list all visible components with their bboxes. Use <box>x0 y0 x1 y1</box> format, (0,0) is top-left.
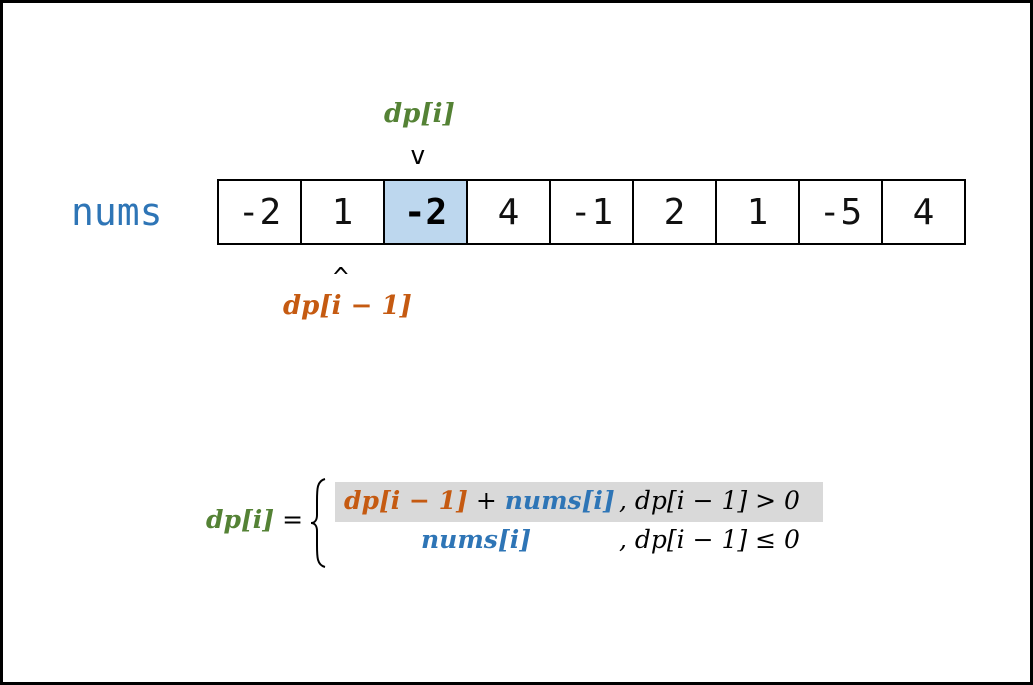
array-cell: -2 <box>385 181 468 243</box>
array-cell: 4 <box>883 181 966 243</box>
array-cell: -5 <box>800 181 883 243</box>
current-dp-label: dp[i] <box>384 99 455 129</box>
array-cell: 1 <box>717 181 800 243</box>
case1-highlight <box>335 482 823 522</box>
array-cell: -1 <box>551 181 634 243</box>
array-cell: 1 <box>302 181 385 243</box>
array-name-label: nums <box>71 190 163 234</box>
case1-condition: , dp[i − 1] > 0 <box>619 486 800 515</box>
case2-expression: nums[i] <box>421 525 532 554</box>
current-pointer-caret: v <box>410 141 426 171</box>
left-brace <box>310 478 326 568</box>
array-cell: 2 <box>634 181 717 243</box>
previous-pointer-caret: ^ <box>333 263 349 293</box>
previous-dp-label: dp[i − 1] <box>283 291 412 321</box>
array-cell: 4 <box>468 181 551 243</box>
case2-condition: , dp[i − 1] ≤ 0 <box>619 525 800 554</box>
case1-expression: dp[i − 1] + nums[i] <box>344 486 615 515</box>
array-cell: -2 <box>219 181 302 243</box>
current-dp-text: dp[i] <box>384 99 455 129</box>
previous-dp-text: dp[i − 1] <box>283 291 412 321</box>
formula-lhs: dp[i] = <box>206 505 304 534</box>
